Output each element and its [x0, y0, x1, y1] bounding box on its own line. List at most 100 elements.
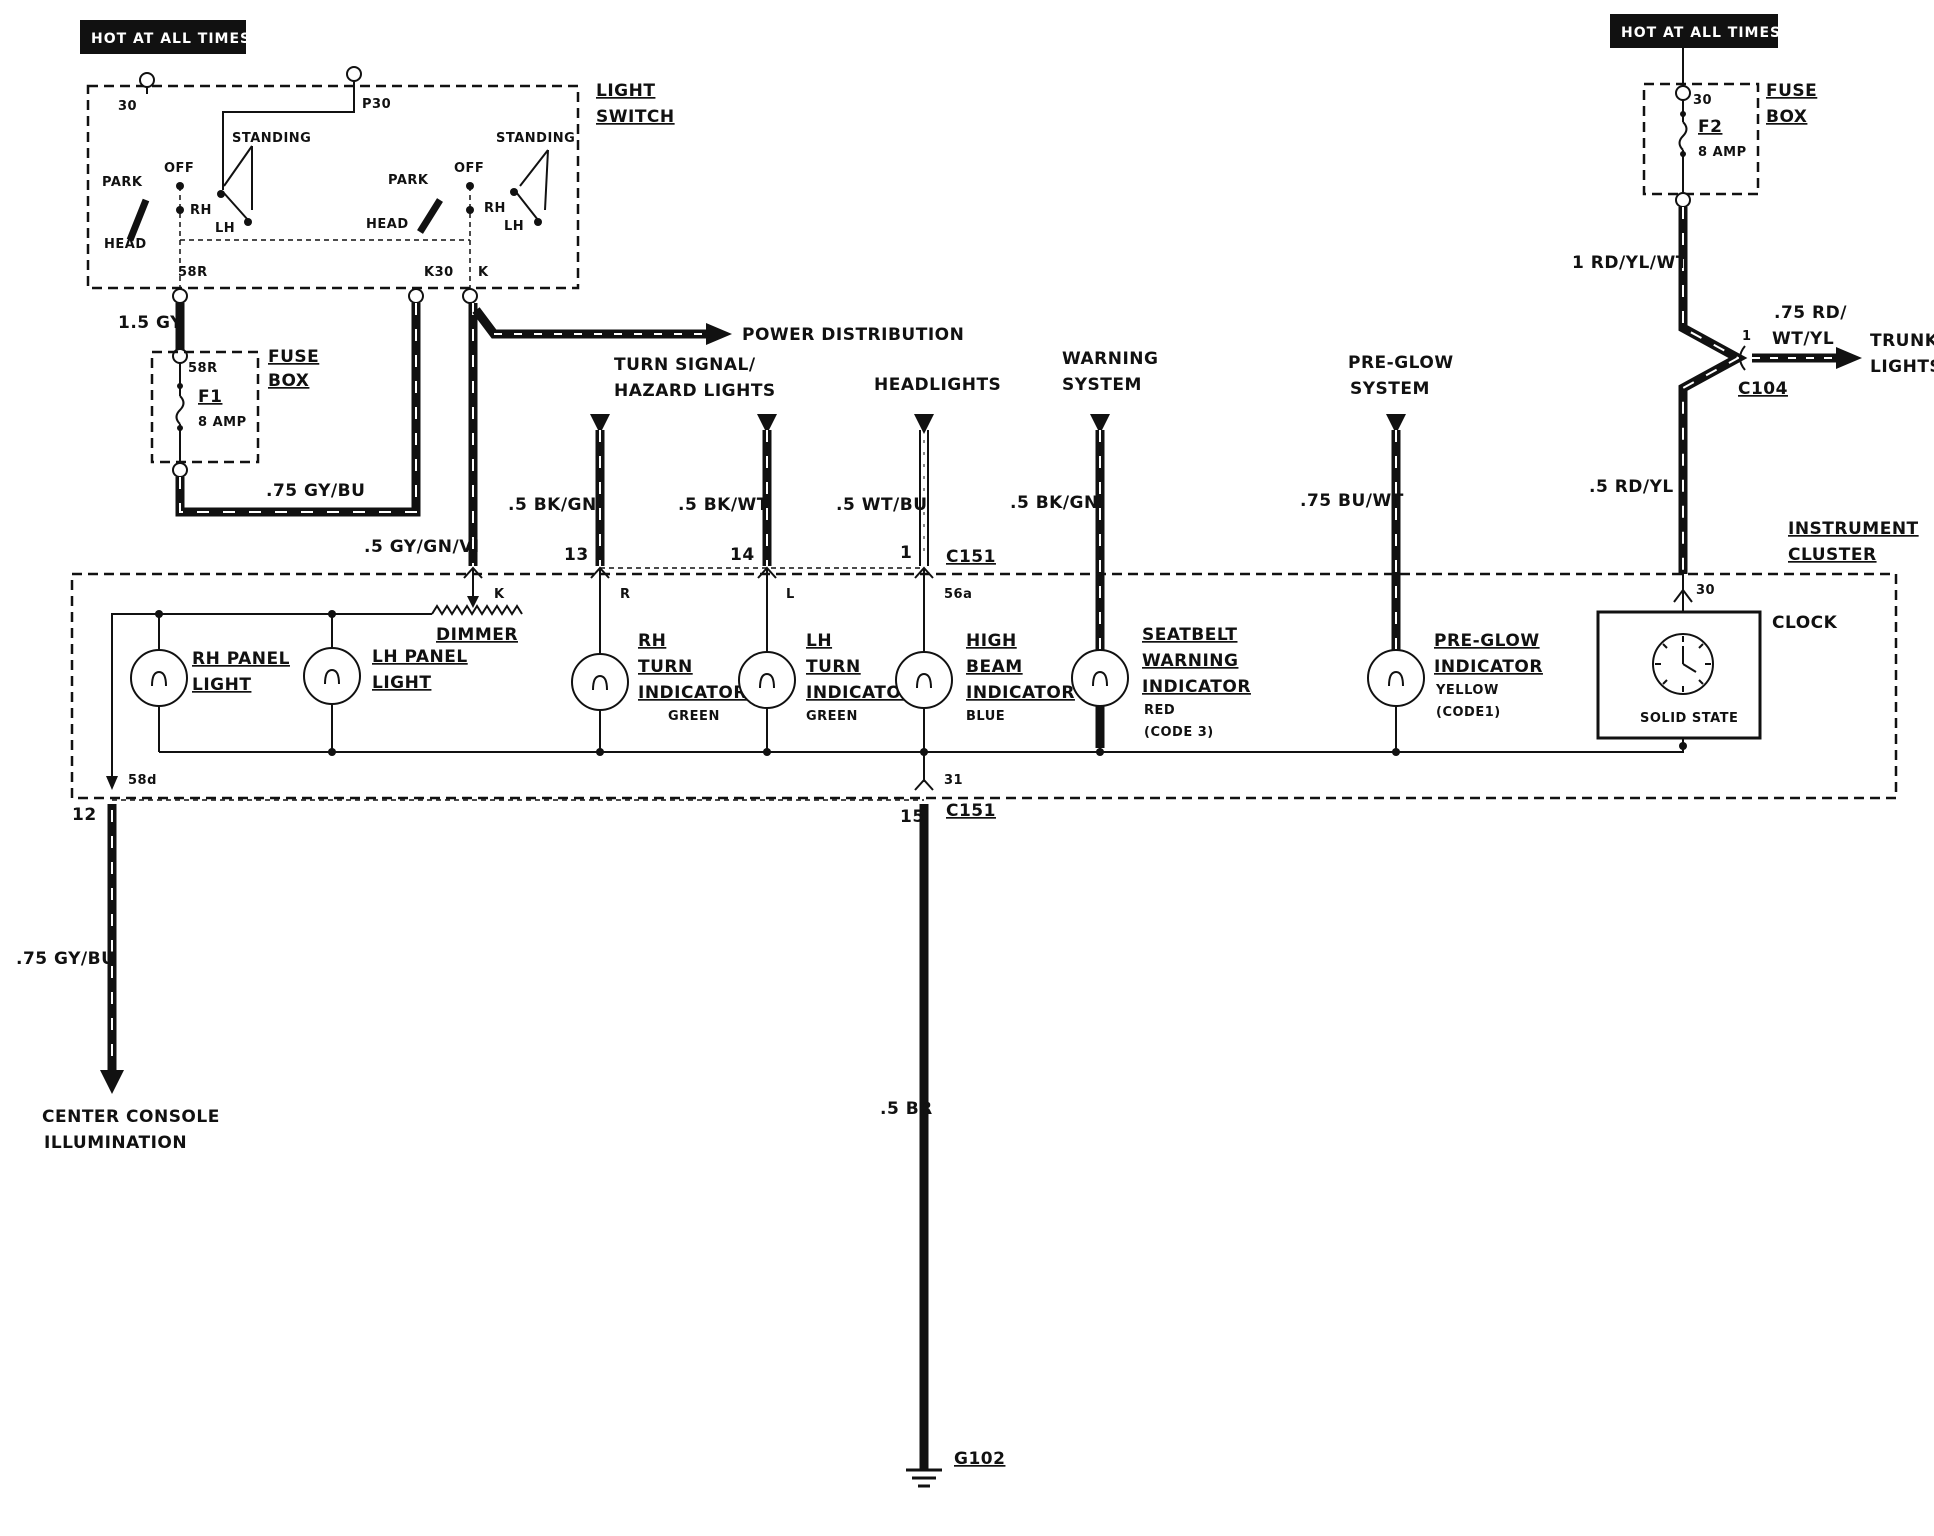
- lh-turn-color: GREEN: [806, 709, 858, 724]
- wire-power-distribution: [472, 307, 708, 339]
- fuse-f1-name: F1: [198, 387, 222, 407]
- fuse-f1-pin: 58R: [188, 361, 218, 376]
- fuse-f2-pin: 30: [1693, 93, 1712, 108]
- seatbelt-label-3: INDICATOR: [1142, 677, 1251, 697]
- center-console-output: 12 .75 GY/BU CENTER CONSOLE ILLUMINATION: [16, 804, 220, 1153]
- high-beam-pin: 56a: [944, 587, 972, 602]
- wire-label-console: .75 GY/BU: [16, 949, 115, 969]
- input-turn-title-1: TURN SIGNAL/: [614, 355, 756, 375]
- wire-label-wt-bu: .5 WT/BU: [836, 495, 928, 515]
- power-distribution-label: POWER DISTRIBUTION: [742, 325, 964, 345]
- c104-pin-1: 1: [1742, 329, 1752, 344]
- high-beam-color: BLUE: [966, 709, 1005, 724]
- lh-turn-label-2: TURN: [806, 657, 861, 677]
- clock-pin-30: 30: [1696, 583, 1715, 598]
- fuse-f2-name: F2: [1698, 117, 1722, 137]
- dimmer-pin-k: K: [494, 587, 505, 602]
- rh-panel-label-1: RH PANEL: [192, 649, 290, 669]
- standing-label-1: STANDING: [232, 131, 311, 146]
- pin-1-c151: 1: [900, 543, 912, 563]
- wire-rd-yl: [1678, 207, 1748, 574]
- connector-c104: C104: [1738, 379, 1788, 399]
- power-distribution-arrow: [706, 323, 732, 345]
- seatbelt-label-2: WARNING: [1142, 651, 1238, 671]
- preglow-color: YELLOW: [1435, 683, 1499, 698]
- pin-13: 13: [564, 545, 589, 565]
- standing-label-2: STANDING: [496, 131, 575, 146]
- seatbelt-code: (CODE 3): [1144, 725, 1214, 740]
- terminal-k: [462, 288, 478, 304]
- cluster-title-2: CLUSTER: [1788, 545, 1877, 565]
- wire-label-bk-gn-2: .5 BK/GN: [1010, 493, 1099, 513]
- light-switch-title-2: SWITCH: [596, 107, 675, 127]
- pin-30-label: 30: [118, 99, 137, 114]
- input-preglow-system: PRE-GLOW SYSTEM .75 BU/WT: [1300, 353, 1454, 668]
- pin-k-label: K: [478, 265, 489, 280]
- lh-label-1: LH: [215, 221, 235, 236]
- wire-label-trunk-1: .75 RD/: [1774, 303, 1847, 323]
- high-beam-label-3: INDICATOR: [966, 683, 1075, 703]
- cluster-title-1: INSTRUMENT: [1788, 519, 1919, 539]
- light-switch: 30 P30 LIGHT SWITCH STANDING PARK OFF HE…: [86, 66, 675, 304]
- cluster-pin-31: 31: [944, 773, 963, 788]
- rh-turn-indicator: R RH TURN INDICATOR GREEN: [571, 568, 747, 756]
- high-beam-label-2: BEAM: [966, 657, 1023, 677]
- fuse-box-title-2b: BOX: [1766, 107, 1807, 127]
- hot-tag-left-text: HOT AT ALL TIMES: [91, 31, 251, 47]
- rh-label-1: RH: [190, 203, 212, 218]
- head-label-2: HEAD: [366, 217, 409, 232]
- wire-label-1-5-gy: 1.5 GY: [118, 313, 183, 333]
- fuse-box-title-2: FUSE: [1766, 81, 1817, 101]
- input-turn-title-2: HAZARD LIGHTS: [614, 381, 776, 401]
- ground-output: 15 C151 .5 BR G102: [880, 801, 1005, 1488]
- lh-panel-label-1: LH PANEL: [372, 647, 468, 667]
- hot-tag-left: HOT AT ALL TIMES: [80, 20, 251, 54]
- wire-label-trunk-2: WT/YL: [1772, 329, 1834, 349]
- preglow-label-2: INDICATOR: [1434, 657, 1543, 677]
- ground-g102-label: G102: [954, 1449, 1005, 1469]
- wire-label-gy-gn-vi: .5 GY/GN/VI: [364, 537, 480, 557]
- preglow-code: (CODE1): [1436, 705, 1501, 720]
- fuse-f1-rating: 8 AMP: [198, 415, 247, 430]
- rh-turn-label-3: INDICATOR: [638, 683, 747, 703]
- lh-turn-indicator: L LH TURN INDICATOR GREEN: [738, 568, 914, 756]
- cluster-pin-58d: 58d: [128, 773, 157, 788]
- rh-turn-pin: R: [620, 587, 631, 602]
- pin-14: 14: [730, 545, 755, 565]
- terminal-58r: [172, 288, 188, 304]
- input-turn-signal: TURN SIGNAL/ HAZARD LIGHTS .5 BK/GN 13: [508, 355, 776, 566]
- seatbelt-color: RED: [1144, 703, 1175, 718]
- preglow-indicator: PRE-GLOW INDICATOR YELLOW (CODE1): [1367, 631, 1543, 756]
- clock-label: CLOCK: [1772, 613, 1838, 633]
- lh-panel-label-2: LIGHT: [372, 673, 431, 693]
- center-console-label-1: CENTER CONSOLE: [42, 1107, 220, 1127]
- off-label-1: OFF: [164, 161, 194, 176]
- fuse-box-title-1b: BOX: [268, 371, 309, 391]
- k-feed: POWER DISTRIBUTION .5 GY/GN/VI: [364, 303, 964, 566]
- input-warning-title-1: WARNING: [1062, 349, 1158, 369]
- fuse-box-f2: [1642, 82, 1760, 196]
- fuse-f2-rating: 8 AMP: [1698, 145, 1747, 160]
- terminal-k30: [408, 288, 424, 304]
- input-warning-title-2: SYSTEM: [1062, 375, 1142, 395]
- fuse-f1-element: [175, 395, 185, 425]
- fuse-box-title-1: FUSE: [268, 347, 319, 367]
- fuse-f2-element: [1678, 121, 1688, 151]
- trunk-lights-arrow: [1836, 347, 1862, 369]
- wire-label-bk-gn-1: .5 BK/GN: [508, 495, 597, 515]
- terminal-30: [139, 72, 155, 88]
- lh-turn-label-1: LH: [806, 631, 832, 651]
- right-feed: 30 FUSE BOX F2 8 AMP 1 RD/YL/WT .5 RD/YL…: [1572, 48, 1934, 574]
- hot-tag-right: HOT AT ALL TIMES: [1610, 14, 1781, 48]
- wire-label-bk-wt: .5 BK/WT: [678, 495, 769, 515]
- rh-panel-label-2: LIGHT: [192, 675, 251, 695]
- pin-p30-label: P30: [362, 97, 391, 112]
- clock-type: SOLID STATE: [1640, 711, 1738, 726]
- hot-tag-right-text: HOT AT ALL TIMES: [1621, 25, 1781, 41]
- rh-turn-label-1: RH: [638, 631, 666, 651]
- switch-arm-1: [126, 198, 150, 242]
- input-preglow-title-1: PRE-GLOW: [1348, 353, 1454, 373]
- off-label-2: OFF: [454, 161, 484, 176]
- head-label-1: HEAD: [104, 237, 147, 252]
